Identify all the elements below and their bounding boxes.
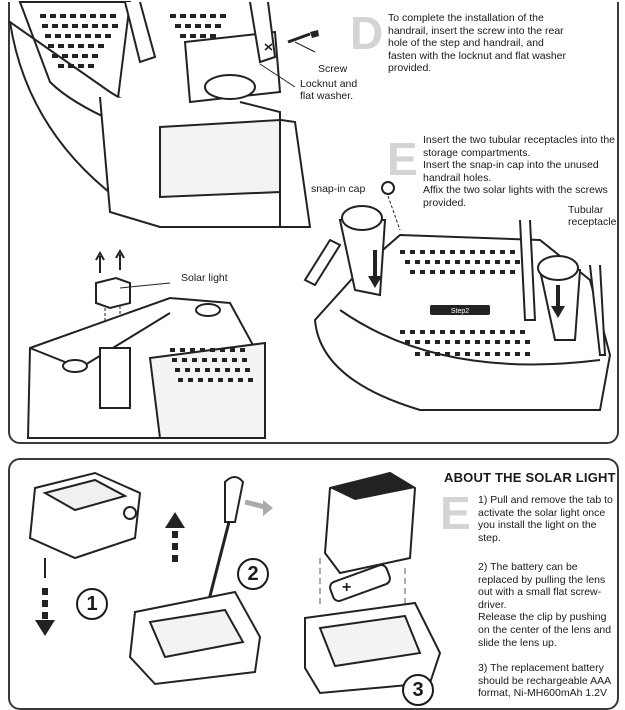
solar-light-label: Solar light [181,272,228,284]
stair-logo-text: Step2 [451,308,469,315]
snap-cap-label: snap-in cap [311,183,366,195]
step-letter-d: D [350,7,384,59]
step-number-2: 2 [237,558,269,590]
screw-label: Screw [318,63,348,75]
step-handrail-illustration [8,1,319,228]
step-e-text: Insert the two tubular receptacles into … [423,134,616,209]
solar-para-3: 3) The replacement battery should be rec… [478,662,612,700]
screwdriver-lens-illustration [128,476,273,686]
step-solar-light-illustration [26,248,267,439]
solar-para-2: 2) The battery can be replaced by pullin… [478,561,612,649]
solar-light-heading: ABOUT THE SOLAR LIGHT [444,470,616,485]
battery-replacement-illustration: + [304,471,442,695]
step-number-1: 1 [76,588,108,620]
solar-para-1: 1) Pull and remove the tab to activate t… [478,494,613,544]
svg-text:+: + [342,579,351,596]
solar-step-letter-e: E [440,487,471,539]
step-d-text: To complete the installation of the hand… [388,12,567,75]
tubular-receptacle-label: Tubular receptacle [568,204,617,228]
stair-receptacle-illustration: Step2 [303,181,612,411]
solar-light-tab-illustration [28,471,142,636]
step-letter-e: E [387,133,418,185]
locknut-label: Locknut and flat washer. [300,78,358,102]
step-number-3: 3 [402,674,434,706]
